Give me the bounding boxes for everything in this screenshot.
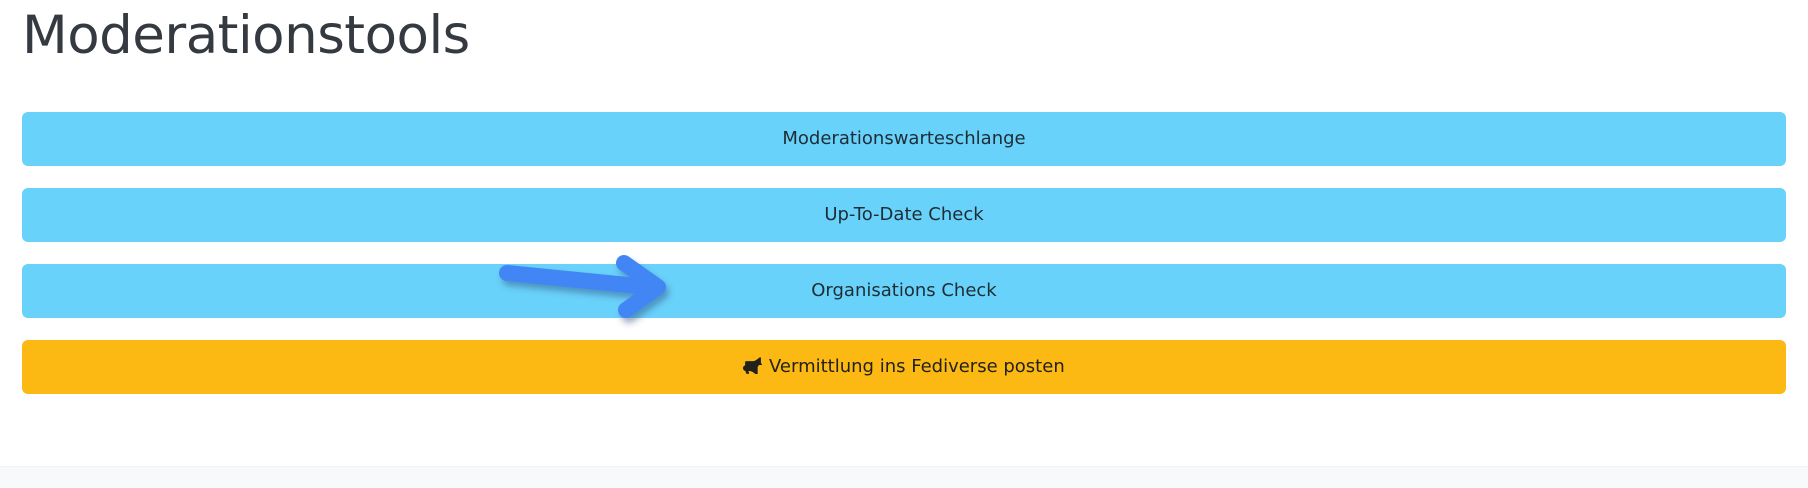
button-up-to-date-check[interactable]: Up-To-Date Check bbox=[22, 188, 1786, 242]
page-title: Moderationstools bbox=[22, 5, 470, 66]
button-label: Up-To-Date Check bbox=[824, 204, 984, 225]
moderation-tools-button-list: Moderationswarteschlange Up-To-Date Chec… bbox=[22, 112, 1786, 394]
button-label: Organisations Check bbox=[811, 280, 997, 301]
button-label: Vermittlung ins Fediverse posten bbox=[769, 356, 1065, 377]
button-label: Moderationswarteschlange bbox=[782, 128, 1026, 149]
button-organisations-check[interactable]: Organisations Check bbox=[22, 264, 1786, 318]
button-moderationswarteschlange[interactable]: Moderationswarteschlange bbox=[22, 112, 1786, 166]
footer-strip bbox=[0, 466, 1808, 488]
button-vermittlung-ins-fediverse-posten[interactable]: Vermittlung ins Fediverse posten bbox=[22, 340, 1786, 394]
bullhorn-icon bbox=[743, 357, 763, 374]
